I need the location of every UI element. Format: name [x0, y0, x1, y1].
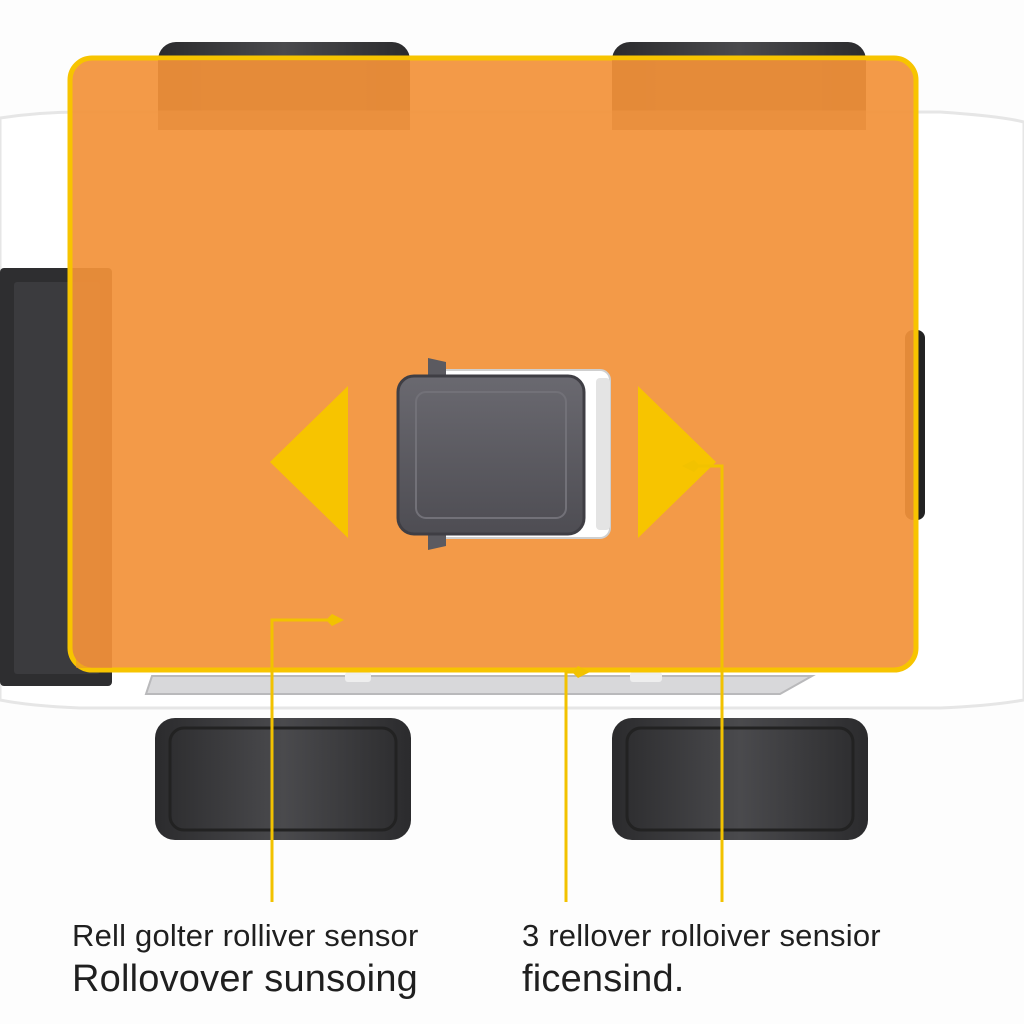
underbody-rail: [144, 672, 816, 695]
tire-bottom-left: [155, 718, 411, 840]
leader-line-right: [682, 460, 724, 902]
caption-left-line-2: Rollovover sunsoing: [72, 958, 418, 1000]
tire-bottom-right: [612, 718, 868, 840]
rollover-sensor-module: [396, 358, 611, 550]
caption-left-line-1: Rell golter rolliver sensor: [72, 918, 419, 953]
caption-right-line-2: ficensind.: [522, 958, 685, 1000]
triangle-right-icon: [638, 386, 716, 538]
sensor-zone-overlay: [67, 55, 919, 673]
triangle-left-icon: [270, 386, 348, 538]
leader-line-left: [270, 614, 344, 902]
leader-line-middle: [564, 666, 590, 902]
caption-right-line-1: 3 rellover rolloiver sensior: [522, 918, 881, 953]
